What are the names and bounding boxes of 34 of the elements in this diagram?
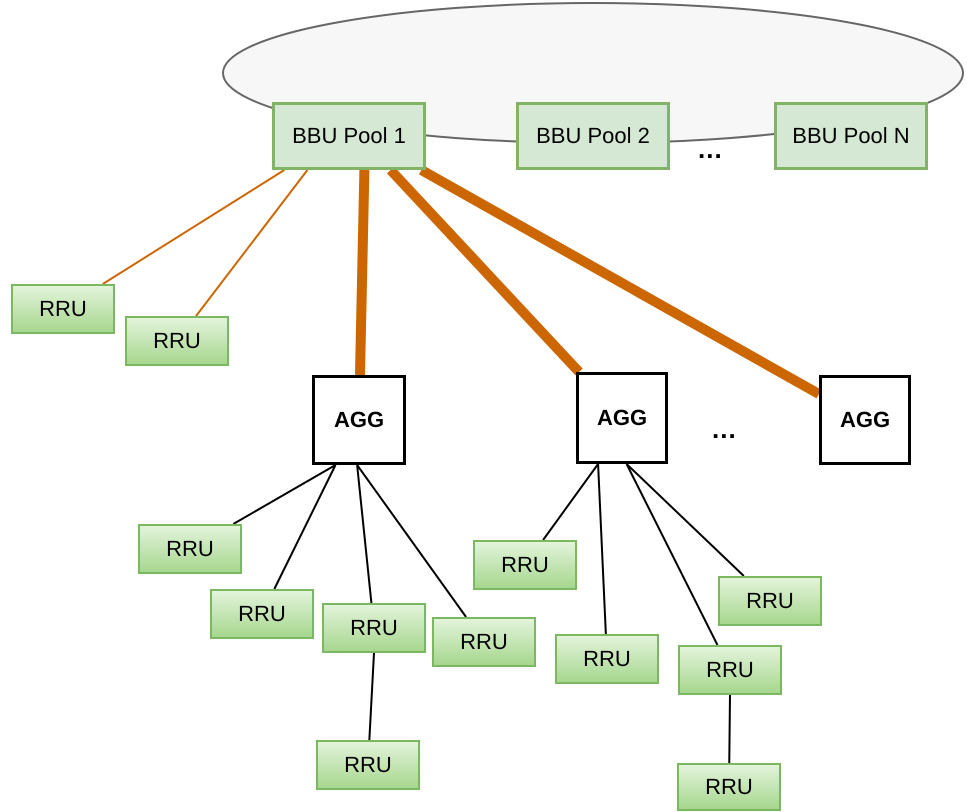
- pool-box: BBU Pool 1: [272, 102, 426, 170]
- pool-box: BBU Pool N: [774, 102, 928, 170]
- connector-line: [728, 694, 731, 764]
- connector-line: [597, 464, 607, 634]
- rru-box: RRU: [138, 524, 242, 574]
- connector-line: [273, 464, 336, 590]
- rru-box: RRU: [555, 634, 659, 684]
- connector-line: [626, 463, 745, 577]
- rru-box: RRU: [210, 589, 314, 639]
- connector-line: [356, 464, 372, 604]
- rru-box: RRU: [677, 763, 781, 811]
- aggregator-box: AGG: [576, 372, 668, 464]
- aggregator-box: AGG: [819, 375, 911, 465]
- pool-box: BBU Pool 2: [516, 102, 670, 170]
- connector-line: [232, 464, 336, 525]
- rru-box: RRU: [473, 540, 577, 590]
- connector-line: [354, 170, 370, 376]
- connector-line: [368, 652, 375, 740]
- connector-line: [356, 464, 467, 618]
- ellipsis-label: ...: [698, 134, 723, 165]
- rru-box: RRU: [125, 316, 229, 366]
- rru-box: RRU: [322, 603, 426, 653]
- rru-box: RRU: [678, 645, 782, 695]
- rru-box: RRU: [432, 617, 536, 667]
- rru-box: RRU: [718, 576, 822, 626]
- ellipsis-label: ...: [712, 414, 737, 445]
- aggregator-box: AGG: [312, 375, 406, 465]
- connector-line: [542, 463, 599, 541]
- connector-line: [418, 166, 822, 398]
- connector-line: [195, 169, 308, 317]
- connector-line: [626, 464, 718, 646]
- rru-box: RRU: [316, 740, 420, 790]
- connector-line: [102, 169, 285, 285]
- rru-box: RRU: [11, 284, 115, 334]
